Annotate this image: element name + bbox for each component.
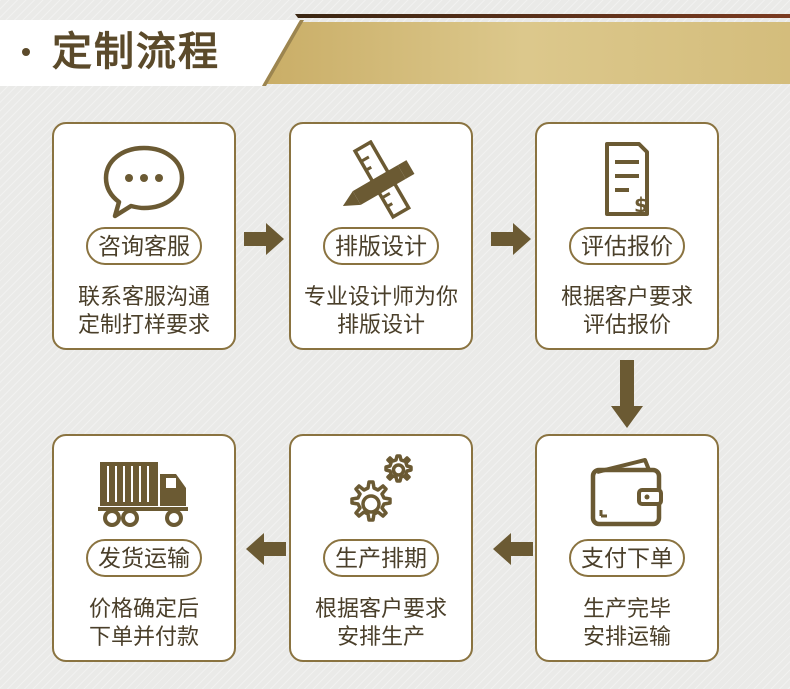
header-bullet xyxy=(22,48,30,56)
step-card-production: 生产排期 根据客户要求 安排生产 xyxy=(289,434,473,662)
svg-text:$: $ xyxy=(634,193,648,217)
step-label: 支付下单 xyxy=(569,539,685,577)
step-label: 排版设计 xyxy=(323,227,439,265)
step-label: 生产排期 xyxy=(323,539,439,577)
step-card-design: 排版设计 专业设计师为你 排版设计 xyxy=(289,122,473,350)
gears-icon xyxy=(350,454,413,522)
invoice-icon: $ xyxy=(605,142,649,217)
step-description: 根据客户要求 评估报价 xyxy=(560,285,693,338)
step-description: 价格确定后 下单并付款 xyxy=(88,597,199,650)
step-label: 咨询客服 xyxy=(86,227,202,265)
pen-ruler-icon xyxy=(342,140,415,220)
arrow-down-icon xyxy=(611,360,643,428)
step-description: 联系客服沟通 定制打样要求 xyxy=(77,285,210,338)
step-card-quote: $ 评估报价 根据客户要求 评估报价 xyxy=(535,122,719,350)
step-card-payment: 支付下单 生产完毕 安排运输 xyxy=(535,434,719,662)
arrow-right-icon xyxy=(491,223,531,255)
header-banner xyxy=(0,14,790,86)
page-header: 定制流程 xyxy=(0,0,790,100)
step-card-consult: 咨询客服 联系客服沟通 定制打样要求 xyxy=(52,122,236,350)
step-description: 根据客户要求 安排生产 xyxy=(314,597,447,650)
truck-icon xyxy=(98,462,188,527)
step-label: 发货运输 xyxy=(86,539,202,577)
wallet-icon xyxy=(590,458,663,527)
chat-bubble-icon xyxy=(103,145,185,219)
step-card-shipping: 发货运输 价格确定后 下单并付款 xyxy=(52,434,236,662)
step-label: 评估报价 xyxy=(569,227,685,265)
step-description: 生产完毕 安排运输 xyxy=(582,597,671,650)
step-description: 专业设计师为你 排版设计 xyxy=(303,285,458,338)
arrow-left-icon xyxy=(246,533,286,565)
arrow-left-icon xyxy=(493,533,533,565)
arrow-right-icon xyxy=(244,223,284,255)
page-title: 定制流程 xyxy=(52,29,220,75)
